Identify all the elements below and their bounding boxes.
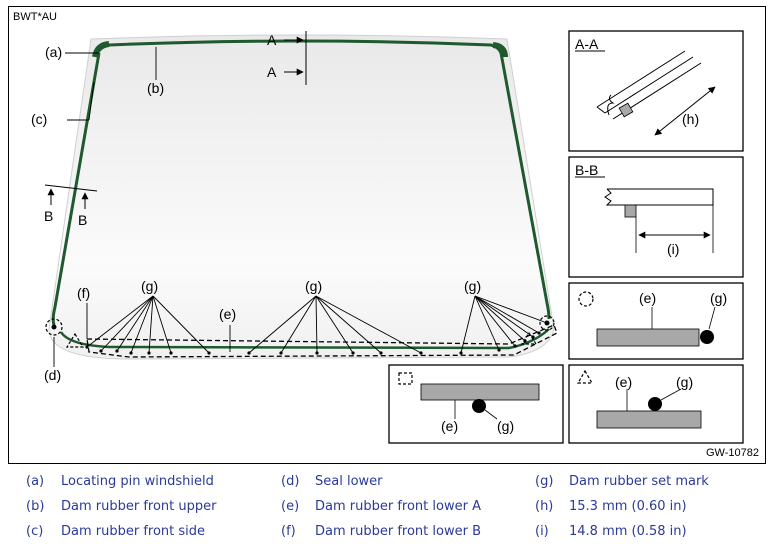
detail-title-bb: B-B <box>575 162 598 178</box>
label-a: (a) <box>45 44 62 60</box>
figure-code-top: BWT*AU <box>13 11 57 23</box>
legend-text: 14.8 mm (0.58 in) <box>569 524 687 539</box>
legend-key: (b) <box>26 499 45 514</box>
figure-code-bottom: GW-10782 <box>706 447 759 459</box>
windshield-glass <box>48 34 555 360</box>
legend-key: (f) <box>281 524 296 539</box>
legend-text: Dam rubber front upper <box>61 499 217 514</box>
label-f: (f) <box>77 285 90 301</box>
windshield-diagram: BWT*AU GW-10782 <box>8 6 766 464</box>
label-g-2: (g) <box>305 278 322 294</box>
label-h: (h) <box>682 111 699 127</box>
seal-lower-outline <box>86 324 558 358</box>
legend-text: Locating pin windshield <box>61 474 214 489</box>
dam-rubber-front-side-left <box>51 52 101 326</box>
dam-rubber-front-side-right <box>499 52 551 320</box>
legend-text: Seal lower <box>315 474 383 489</box>
detail-title-aa: A-A <box>575 36 599 52</box>
detail-box-square: (e) (g) <box>388 364 564 444</box>
detail-box-aa: A-A (h) <box>568 30 744 152</box>
label-d: (d) <box>44 367 61 383</box>
circle-mark-right <box>539 315 555 331</box>
legend-key: (a) <box>26 474 45 489</box>
label-e-box-circle: (e) <box>639 290 656 306</box>
label-b: (b) <box>147 80 164 96</box>
leader-lines-g <box>86 295 548 354</box>
triangle-mark-left <box>65 332 85 348</box>
label-g-1: (g) <box>141 278 158 294</box>
locating-pin-left <box>92 41 110 58</box>
legend-text: Dam rubber front side <box>61 524 206 539</box>
label-e-box-triangle: (e) <box>615 374 632 390</box>
section-mark-a-top: A <box>267 32 277 48</box>
detail-box-triangle: (e) (g) <box>568 364 744 444</box>
legend-text: Dam rubber front lower B <box>315 524 481 539</box>
label-g-3: (g) <box>464 278 481 294</box>
section-mark-b-left: B <box>44 208 53 224</box>
label-g-box-triangle: (g) <box>676 374 693 390</box>
legend-key: (e) <box>281 499 300 514</box>
legend: (a) Locating pin windshield (d) Seal low… <box>0 466 774 548</box>
detail-box-bb: B-B (i) <box>568 156 744 278</box>
legend-key: (g) <box>535 474 554 489</box>
section-mark-b-right: B <box>78 212 87 228</box>
circle-mark-left <box>45 318 63 336</box>
label-c: (c) <box>31 111 47 127</box>
dam-rubber-front-lower-b <box>59 331 110 349</box>
legend-key: (d) <box>281 474 300 489</box>
section-mark-a-bottom: A <box>267 64 277 80</box>
detail-box-circle: (e) (g) <box>568 282 744 360</box>
label-e: (e) <box>219 306 236 322</box>
label-g-box-circle: (g) <box>710 290 727 306</box>
legend-text: Dam rubber front lower A <box>315 499 481 514</box>
legend-key: (i) <box>535 524 549 539</box>
legend-key: (c) <box>26 524 44 539</box>
legend-text: 15.3 mm (0.60 in) <box>569 499 687 514</box>
dam-rubber-front-lower-a <box>108 328 550 350</box>
diagram-canvas: (a) (b) (c) (d) (e) (f) (g) (g) (g) A A … <box>31 30 744 444</box>
legend-text: Dam rubber set mark <box>569 474 709 489</box>
section-b-line <box>44 184 98 192</box>
legend-key: (h) <box>535 499 554 514</box>
label-g-box-square: (g) <box>497 418 514 434</box>
locating-pin-right <box>492 42 508 58</box>
label-i: (i) <box>667 241 679 257</box>
label-e-box-square: (e) <box>441 418 458 434</box>
